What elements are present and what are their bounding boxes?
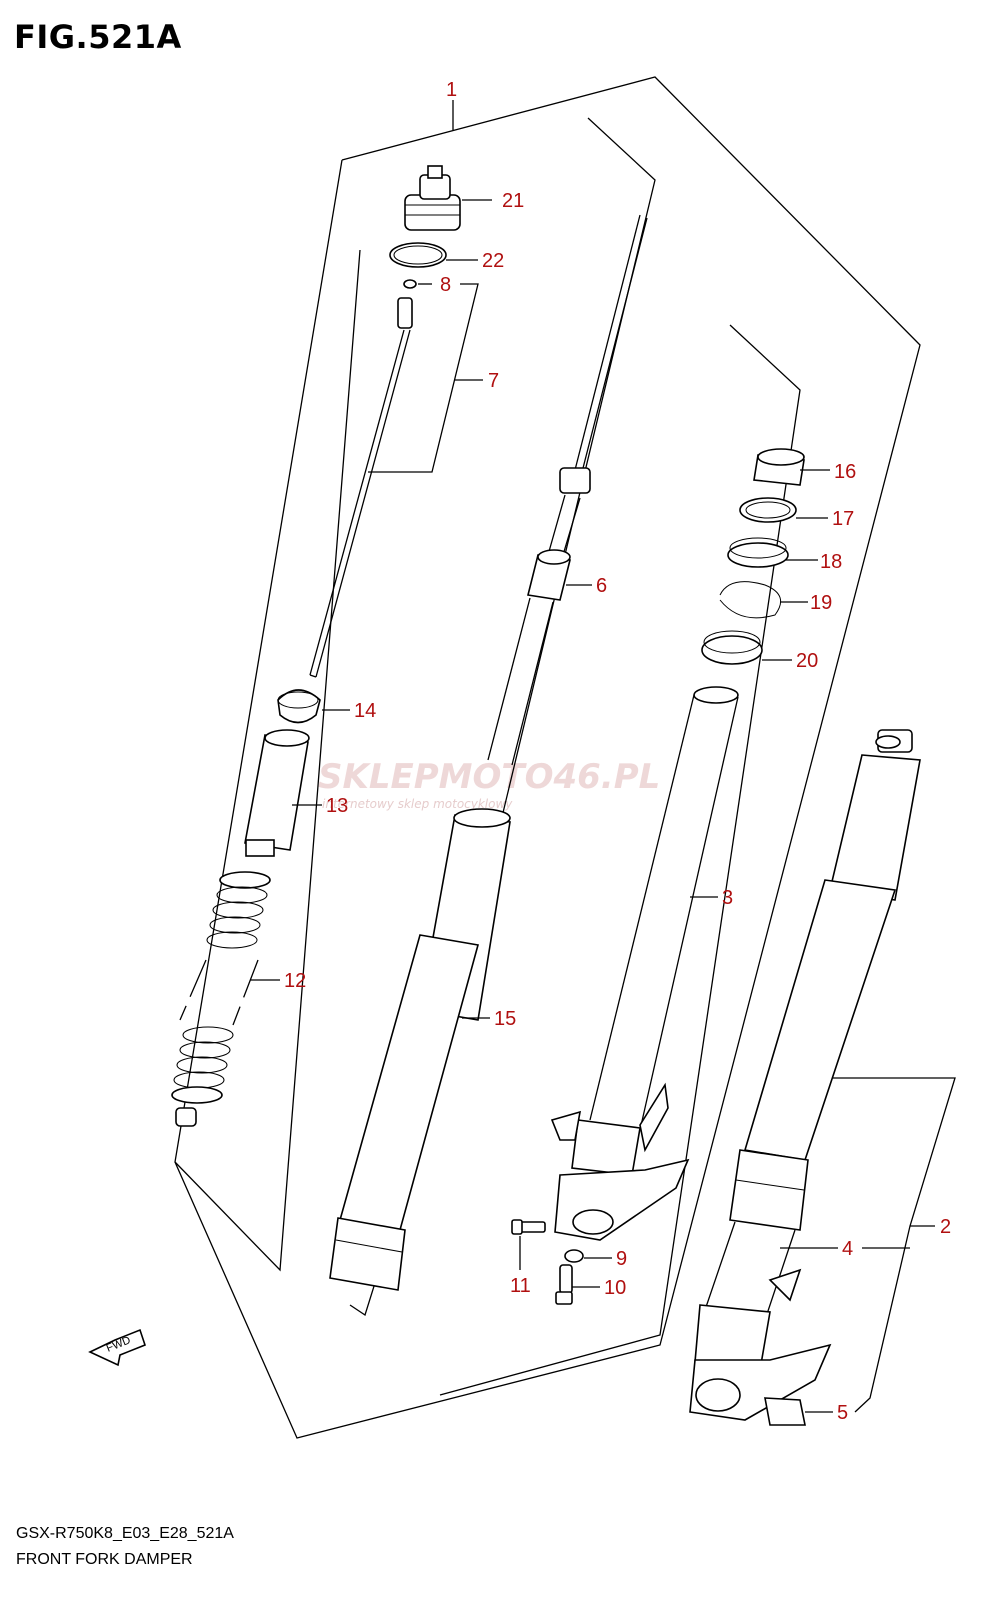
part-22-o-ring <box>389 242 447 268</box>
callout-18: 18 <box>820 551 842 573</box>
callout-16: 16 <box>834 461 856 483</box>
part-2-fork-assembly <box>689 729 921 1426</box>
callout-11: 11 <box>510 1275 531 1297</box>
callout-17: 17 <box>832 508 854 530</box>
part-9-washer <box>564 1249 584 1263</box>
part-15-inner-tube <box>329 808 511 1291</box>
callout-15: 15 <box>494 1008 516 1030</box>
watermark-sub-text: internetowy sklep motocyklowy <box>322 797 513 811</box>
part-21-cap-bolt <box>404 165 461 231</box>
part-19-stopper-ring <box>719 581 782 619</box>
watermark: SKLEPMOTO46.PL internetowy sklep motocyk… <box>318 757 660 811</box>
watermark-main-text: SKLEPMOTO46.PL <box>318 757 660 797</box>
part-8-washer <box>403 279 417 289</box>
part-13-spacer <box>244 729 310 857</box>
callout-1: 1 <box>446 79 457 101</box>
callout-19: 19 <box>810 592 832 614</box>
figure-title: FIG.521A <box>14 18 182 56</box>
fwd-arrow-icon: FWD <box>88 1328 146 1367</box>
figure-description: FRONT FORK DAMPER <box>16 1551 193 1568</box>
part-12-spring <box>171 871 271 1127</box>
part-3-outer-tube <box>550 686 739 1241</box>
callout-14: 14 <box>354 700 376 722</box>
part-20-dust-seal <box>701 630 763 665</box>
callout-8: 8 <box>440 274 451 296</box>
part-18-oil-seal <box>727 537 789 568</box>
callout-6: 6 <box>596 575 607 597</box>
part-16-bushing <box>753 448 805 486</box>
model-code: GSX-R750K8_E03_E28_521A <box>16 1525 234 1542</box>
part-14-seal <box>277 689 321 724</box>
callout-5: 5 <box>837 1402 848 1424</box>
callout-3: 3 <box>722 887 733 909</box>
callout-7: 7 <box>488 370 499 392</box>
part-7-damper-rod <box>309 297 413 678</box>
callout-22: 22 <box>482 250 504 272</box>
callout-4: 4 <box>842 1238 853 1260</box>
callout-12: 12 <box>284 970 306 992</box>
callout-21: 21 <box>502 190 524 212</box>
callout-20: 20 <box>796 650 818 672</box>
callout-9: 9 <box>616 1248 627 1270</box>
assembly-outline-3 <box>439 324 801 1396</box>
part-10-bolt <box>555 1264 573 1305</box>
callout-10: 10 <box>604 1277 626 1299</box>
part-11-bolt <box>511 1219 546 1235</box>
part-6-cartridge <box>487 214 648 766</box>
callout-2: 2 <box>940 1216 951 1238</box>
callout-13: 13 <box>326 795 348 817</box>
